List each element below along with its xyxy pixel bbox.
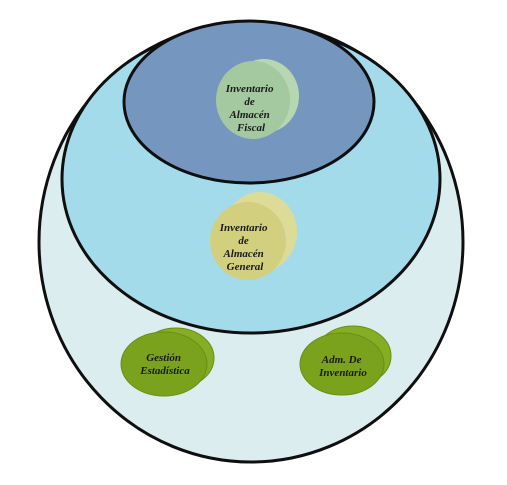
- node-general-label-1: Inventario: [219, 222, 268, 234]
- svg-text:Adm. De Inventario: Adm. De Inventario: [318, 354, 367, 379]
- node-fiscal-label-3: Almacén: [228, 109, 269, 121]
- svg-text:Inventario de Alma: Inventario de Almacén Fiscal: [225, 83, 276, 134]
- node-fiscal-label-1: Inventario: [225, 83, 274, 95]
- node-gestion-estadistica: Gestión Estadística: [120, 327, 215, 397]
- node-adm-de-inventario: Adm. De Inventario: [299, 325, 392, 396]
- node-gestion-front-disc: [120, 331, 208, 397]
- node-general-label-3: Almacén: [222, 248, 263, 260]
- node-adm-label-2: Inventario: [318, 367, 367, 379]
- node-fiscal-label-2: de: [244, 96, 255, 108]
- node-general-front-disc: [210, 202, 286, 280]
- node-adm-label-1: Adm. De: [321, 354, 362, 366]
- node-inventario-almacen-fiscal: Inventario de Almacén Fiscal: [216, 59, 299, 139]
- node-fiscal-front-disc: [216, 61, 290, 139]
- node-adm-front-disc: [299, 332, 385, 396]
- node-fiscal-label-4: Fiscal: [236, 122, 266, 134]
- svg-text:Gestión Estadística: Gestión Estadística: [139, 352, 190, 377]
- node-inventario-almacen-general: Inventario de Almacén General: [210, 192, 297, 280]
- node-gestion-label-2: Estadística: [139, 365, 190, 377]
- node-general-label-2: de: [238, 235, 249, 247]
- node-general-label-4: General: [227, 261, 265, 273]
- node-gestion-label-1: Gestión: [146, 352, 181, 364]
- svg-text:Inventario de Alma: Inventario de Almacén General: [219, 222, 270, 273]
